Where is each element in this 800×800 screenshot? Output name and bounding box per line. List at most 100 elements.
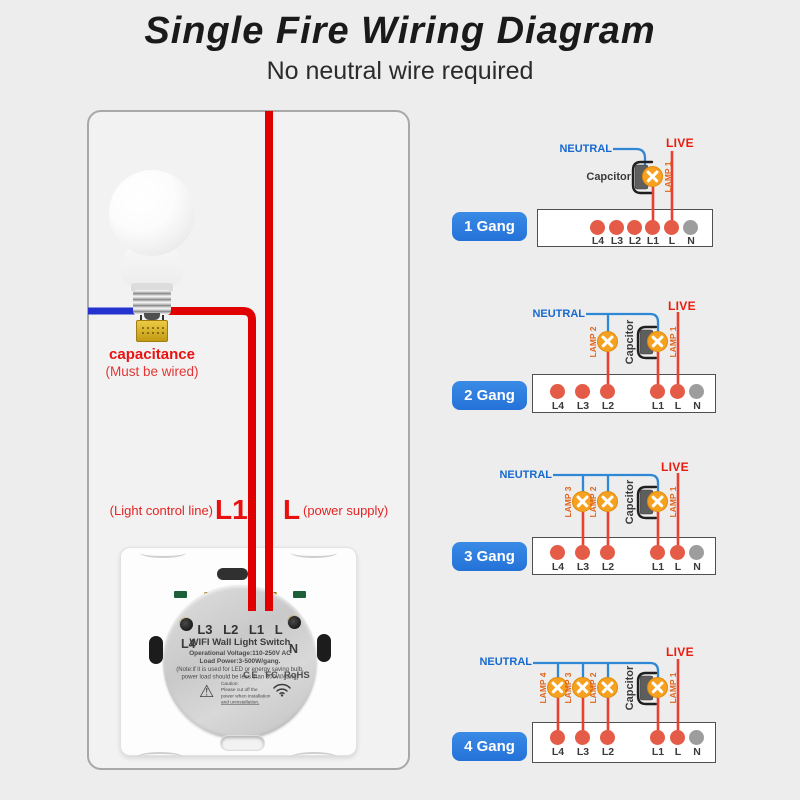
gang1-terminal-l2 <box>627 220 642 235</box>
caution-line: power when installation <box>221 693 271 699</box>
gang3-terminal-label: L2 <box>601 561 615 573</box>
gang2-lamp1-label: LAMP 1 <box>668 326 678 358</box>
gang1-terminal-label: L4 <box>591 235 605 247</box>
caution-line: Caution: <box>221 681 239 687</box>
green-terminal-block <box>174 591 187 598</box>
gang3-terminal-label: L <box>674 561 682 573</box>
gang2-terminal-label: L <box>674 400 682 412</box>
gang4-terminal-label: L1 <box>651 746 665 758</box>
mounting-clip <box>137 752 183 762</box>
spec-line: Operational Voltage:110-250V AC <box>189 649 291 657</box>
caution-line: Please cut off the <box>221 687 258 693</box>
gang3-terminal-n <box>689 545 704 560</box>
gang4-lamp4-label: LAMP 4 <box>538 672 548 704</box>
gang2-terminal-l <box>670 384 685 399</box>
gang3-lamp1-icon <box>647 491 668 512</box>
light-control-line-label: (Light control line) <box>109 503 213 518</box>
bulb-screw-base <box>133 290 171 315</box>
gang4-live-label: LIVE <box>666 645 694 659</box>
page-title: Single Fire Wiring Diagram <box>144 10 656 52</box>
power-supply-label: (power supply) <box>303 503 389 518</box>
gang2-lamp2-label: LAMP 2 <box>588 326 598 358</box>
gang3-terminal-l4 <box>550 545 565 560</box>
mounting-slot-top <box>217 568 248 580</box>
gang2-terminal-label: L3 <box>576 400 590 412</box>
gang4-lamp3-label: LAMP 3 <box>563 672 573 704</box>
mounting-clip <box>291 548 337 558</box>
gang4-terminal-l <box>670 730 685 745</box>
spec-line: power load should be less than 300W/gang… <box>181 672 299 680</box>
warning-triangle-icon: ⚠ <box>199 682 215 701</box>
gang4-terminal-l3 <box>575 730 590 745</box>
gang2-neutral-label: NEUTRAL <box>532 308 585 320</box>
page-subtitle: No neutral wire required <box>266 57 534 85</box>
gang4-terminal-n <box>689 730 704 745</box>
gang4-terminal-l1 <box>650 730 665 745</box>
green-terminal-block <box>293 591 306 598</box>
spec-line: (Note:if it is used for LED or energy sa… <box>176 665 304 673</box>
gang4-lamp2-label: LAMP 2 <box>588 672 598 704</box>
gang2-terminal-l4 <box>550 384 565 399</box>
gang4-lamp4-icon <box>547 677 568 698</box>
gang4-terminal-label: N <box>693 746 701 758</box>
gang4-terminal-label: L <box>674 746 682 758</box>
gang3-lamp3-icon <box>572 491 593 512</box>
gang3-lamp2-label: LAMP 2 <box>588 486 598 518</box>
gang2-terminal-l2 <box>600 384 615 399</box>
gang4-lamp3-icon <box>572 677 593 698</box>
capacitance-label: capacitance <box>109 346 195 363</box>
gang3-terminal-label: L3 <box>576 561 590 573</box>
gang1-terminal-label: L <box>668 235 676 247</box>
gang3-terminal-label: N <box>693 561 701 573</box>
gang1-terminal-n <box>683 220 698 235</box>
gang3-lamp2-icon <box>597 491 618 512</box>
side-slot <box>317 634 331 662</box>
gang1-live-label: LIVE <box>666 136 694 150</box>
gang4-terminal-label: L4 <box>551 746 565 758</box>
mounting-clip <box>291 752 337 762</box>
gang3-badge: 3 Gang <box>452 542 527 571</box>
light-bulb <box>109 170 195 256</box>
switch-terminal-row-label: L3 L2 L1 L <box>197 622 283 637</box>
capacitance-component <box>136 320 168 342</box>
gang1-neutral-label: NEUTRAL <box>559 143 612 155</box>
wifi-icon <box>272 682 292 702</box>
gang2-live-label: LIVE <box>668 299 696 313</box>
gang4-capacitor-label: Capcitor <box>624 665 636 711</box>
gang2-terminal-label: N <box>693 400 701 412</box>
gang2-lamp2-icon <box>597 331 618 352</box>
gang4-lamp2-icon <box>597 677 618 698</box>
gang3-terminal-label: L1 <box>651 561 665 573</box>
gang3-capacitor-label: Capcitor <box>624 479 636 525</box>
gang2-terminal-label: L1 <box>651 400 665 412</box>
gang4-terminal-l2 <box>600 730 615 745</box>
side-slot <box>149 636 163 664</box>
gang2-lamp1-icon <box>647 331 668 352</box>
gang1-capacitor-label: Capcitor <box>586 171 631 183</box>
gang1-terminal-label: N <box>687 235 695 247</box>
gang1-terminal-label: L3 <box>610 235 624 247</box>
screw-hole <box>288 616 301 629</box>
gang4-terminal-label: L3 <box>576 746 590 758</box>
gang1-terminal-label: L2 <box>628 235 642 247</box>
gang3-terminal-label: L4 <box>551 561 565 573</box>
caution-text: Caution: Please cut off the power when i… <box>221 681 291 706</box>
gang3-neutral-label: NEUTRAL <box>499 469 552 481</box>
gang1-badge: 1 Gang <box>452 212 527 241</box>
fcc-mark: FC <box>265 670 278 681</box>
gang3-terminal-l2 <box>600 545 615 560</box>
gang1-terminal-l <box>664 220 679 235</box>
switch-spec-text: Operational Voltage:110-250V AC Load Pow… <box>150 649 330 680</box>
caution-line: and uninstallation. <box>221 699 260 706</box>
gang3-live-label: LIVE <box>661 460 689 474</box>
gang4-badge: 4 Gang <box>452 732 527 761</box>
switch-product-name: WIFI Wall Light Switch <box>189 637 291 648</box>
certification-marks: CE FC RoHS <box>243 670 310 681</box>
bulb-collar <box>131 283 173 292</box>
gang1-neutral-wire <box>613 147 647 172</box>
gang4-terminal-l4 <box>550 730 565 745</box>
gang2-capacitor-label: Capcitor <box>624 319 636 365</box>
gang2-terminal-label: L4 <box>551 400 565 412</box>
gang1-lamp1-label: LAMP 1 <box>663 161 673 193</box>
